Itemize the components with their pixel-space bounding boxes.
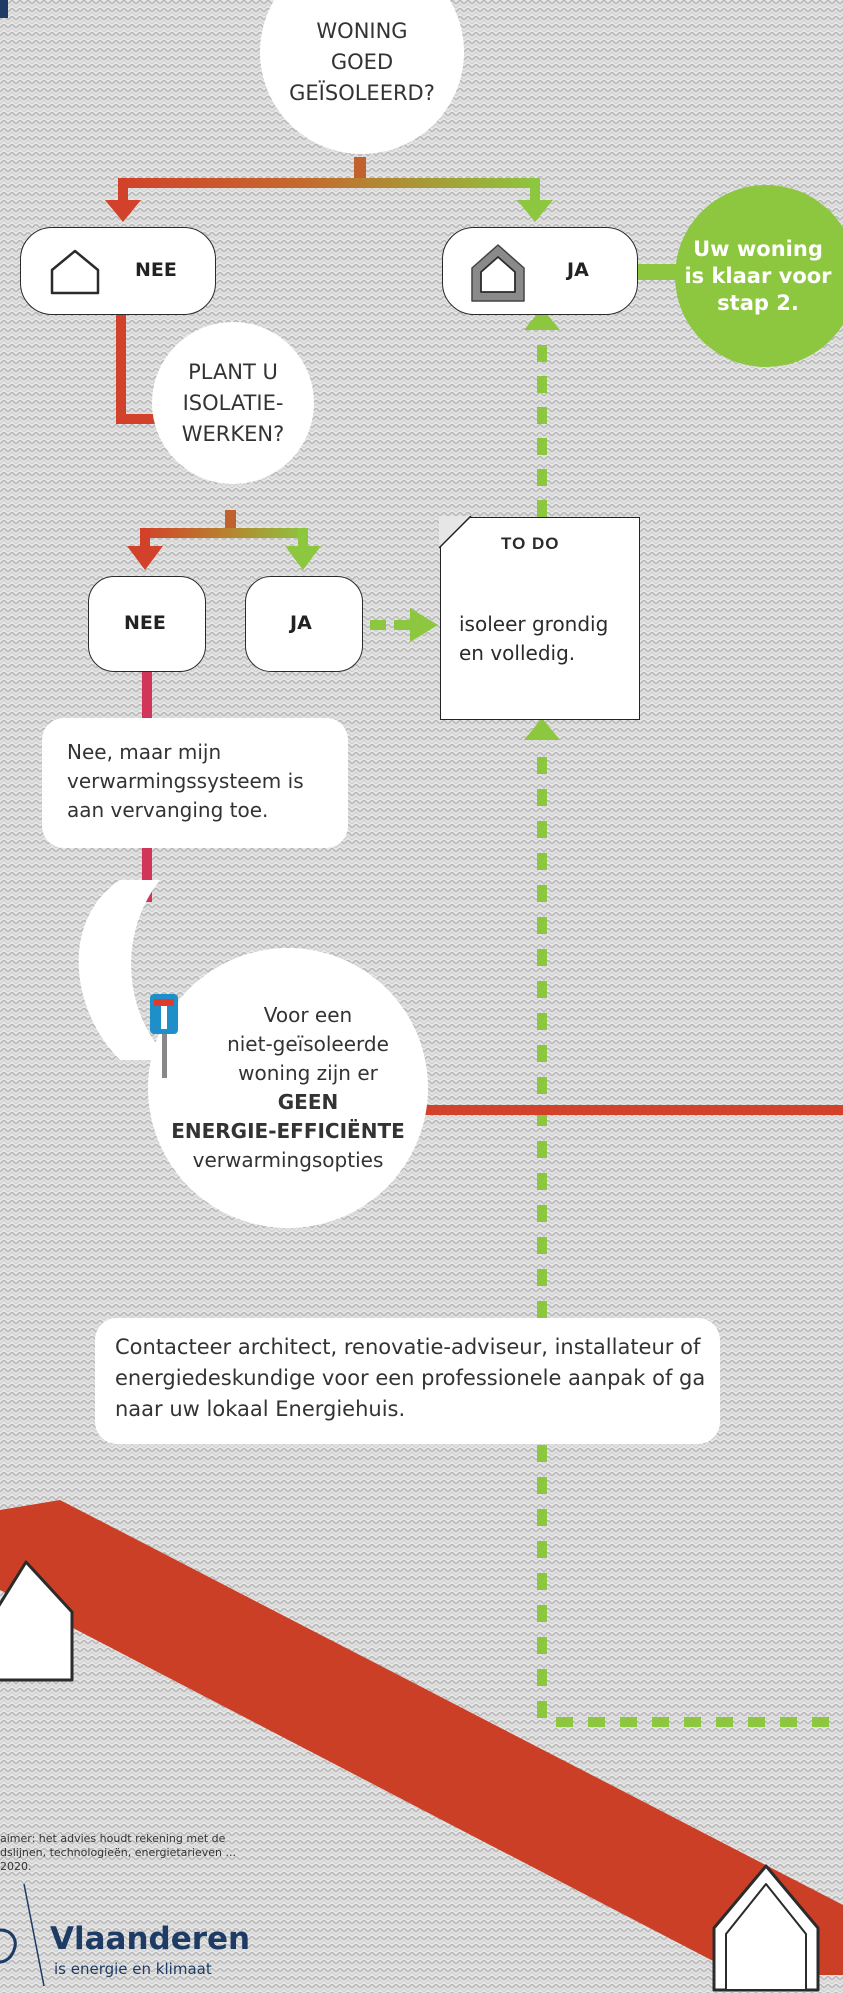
dead-end-line4: verwarmingsopties — [192, 1148, 384, 1172]
question-plan-line1: PLANT U — [188, 359, 278, 384]
disclaimer-line2: dslijnen, technologieën, energietarieven… — [0, 1846, 236, 1859]
heating-line1: Nee, maar mijn — [67, 740, 222, 764]
answer-nee-mid[interactable]: NEE — [88, 576, 206, 672]
question-plan-insulation: PLANT U ISOLATIE- WERKEN? — [152, 322, 314, 484]
dead-end-line3: woning zijn er — [238, 1061, 378, 1085]
heating-line2: verwarmingssysteem is — [67, 769, 304, 793]
answer-ja-top-label: JA — [567, 259, 589, 281]
red-line-right — [410, 1105, 843, 1115]
disclaimer-line3: 2020. — [0, 1860, 32, 1873]
answer-nee-top-label: NEE — [135, 259, 177, 281]
badge-line1: Uw woning — [693, 236, 823, 261]
question-insulated-line3: GEÏSOLEERD? — [289, 80, 435, 105]
house-insulated-icon — [471, 244, 525, 302]
house-left-icon — [0, 1560, 74, 1682]
contact-advisor-bubble: Contacteer architect, renovatie-adviseur… — [95, 1318, 720, 1444]
heating-replacement-bubble: Nee, maar mijn verwarmingssysteem is aan… — [42, 718, 348, 848]
todo-note: TO DO isoleer grondig en volledig. — [439, 516, 640, 720]
vlaanderen-lion-logo — [0, 1928, 17, 1964]
dead-end-bold2: ENERGIE-EFFICIËNTE — [171, 1119, 405, 1143]
answer-nee-mid-label: NEE — [124, 612, 166, 634]
diagonal-red-band — [0, 1500, 843, 1975]
todo-title: TO DO — [501, 534, 560, 553]
dead-end-line1: Voor een — [263, 1003, 353, 1027]
answer-nee-top[interactable]: NEE — [20, 227, 216, 315]
question-plan-line2: ISOLATIE- — [182, 390, 284, 415]
answer-ja-top[interactable]: JA — [442, 227, 638, 315]
badge-line3: stap 2. — [717, 290, 799, 315]
bubble-tail-shape — [78, 880, 170, 1060]
dead-end-bold1: GEEN — [277, 1090, 339, 1114]
dead-end-circle: Voor een niet-geïsoleerde woning zijn er… — [148, 948, 428, 1228]
red-connector-nee — [116, 314, 184, 424]
folded-corner-icon — [439, 516, 472, 549]
contact-line3: naar uw lokaal Energiehuis. — [115, 1397, 406, 1421]
heating-line3: aan vervanging toe. — [67, 798, 269, 822]
house-right-icon — [712, 1864, 820, 1992]
dead-end-sign-icon — [150, 994, 178, 1078]
todo-line1: isoleer grondig — [459, 612, 609, 636]
question-insulated-line1: WONING — [316, 18, 408, 43]
dead-end-line2: niet-geïsoleerde — [227, 1032, 389, 1056]
dotted-connector-ja-todo — [370, 608, 438, 642]
brand-tagline: is energie en klimaat — [54, 1960, 212, 1978]
navy-corner-mark — [0, 0, 8, 18]
split-connector-mid — [127, 510, 321, 570]
question-plan-line3: WERKEN? — [181, 421, 285, 446]
todo-line2: en volledig. — [459, 641, 576, 665]
dotted-connector-long — [524, 718, 829, 1727]
disclaimer-line1: aimer: het advies houdt rekening met de — [0, 1832, 226, 1845]
dotted-connector-todo-ja — [524, 308, 560, 517]
badge-line2: is klaar voor — [684, 263, 832, 288]
pink-connector — [142, 670, 152, 902]
disclaimer: aimer: het advies houdt rekening met de … — [0, 1832, 236, 1874]
answer-ja-mid[interactable]: JA — [245, 576, 363, 672]
house-outline-icon — [50, 249, 100, 295]
brand-name: Vlaanderen — [50, 1921, 251, 1957]
contact-line2: energiedeskundige voor een professionele… — [115, 1366, 706, 1390]
ready-for-step-2-badge: Uw woning is klaar voor stap 2. — [675, 185, 843, 367]
split-connector-top — [105, 157, 553, 222]
brand-divider — [23, 1883, 45, 1987]
contact-line1: Contacteer architect, renovatie-adviseur… — [115, 1335, 701, 1359]
answer-ja-mid-label: JA — [290, 612, 312, 634]
question-insulated-line2: GOED — [330, 49, 394, 74]
